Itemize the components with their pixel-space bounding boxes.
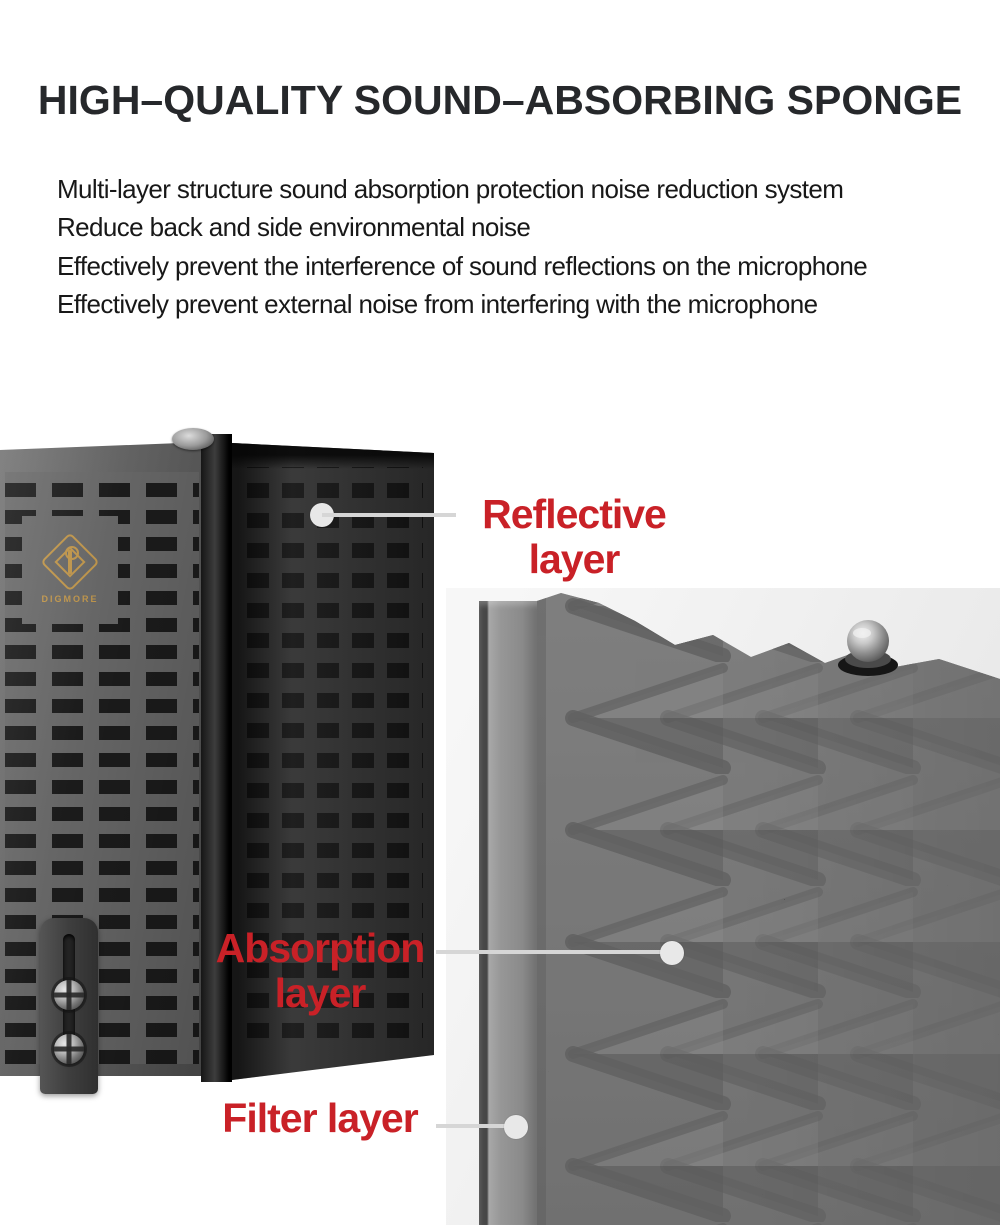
description-block: Multi-layer structure sound absorption p… <box>57 170 957 324</box>
absorption-callout-line <box>436 950 662 954</box>
bracket-screw <box>54 980 84 1010</box>
filter-callout-dot <box>504 1115 528 1139</box>
absorption-layer-label: Absorption layer <box>215 925 426 1016</box>
filter-layer-label: Filter layer <box>222 1095 418 1141</box>
description-line: Multi-layer structure sound absorption p… <box>57 174 844 204</box>
panel-hinge <box>201 434 232 1082</box>
foam-screw <box>838 620 898 676</box>
hinge-screw <box>172 428 214 450</box>
description-line: Effectively prevent external noise from … <box>57 289 818 320</box>
brand-emblem-icon <box>40 532 100 592</box>
page-title: HIGH–QUALITY SOUND–ABSORBING SPONGE <box>37 77 963 123</box>
mount-bracket <box>40 918 98 1094</box>
description-line: Reduce back and side environmental noise <box>57 212 531 243</box>
acoustic-foam-illustration <box>537 593 1000 1225</box>
shield-front-panel: DIGMORE <box>0 442 206 1076</box>
bracket-screw <box>54 1034 84 1064</box>
brand-logo: DIGMORE <box>22 516 118 624</box>
filter-callout-line <box>436 1124 506 1128</box>
foam-closeup-photo <box>446 588 1000 1225</box>
absorption-callout-dot <box>660 941 684 965</box>
brand-name: DIGMORE <box>41 594 99 604</box>
reflective-layer-label: Reflective layer <box>482 491 667 582</box>
description-line: Effectively prevent the interference of … <box>57 250 868 281</box>
